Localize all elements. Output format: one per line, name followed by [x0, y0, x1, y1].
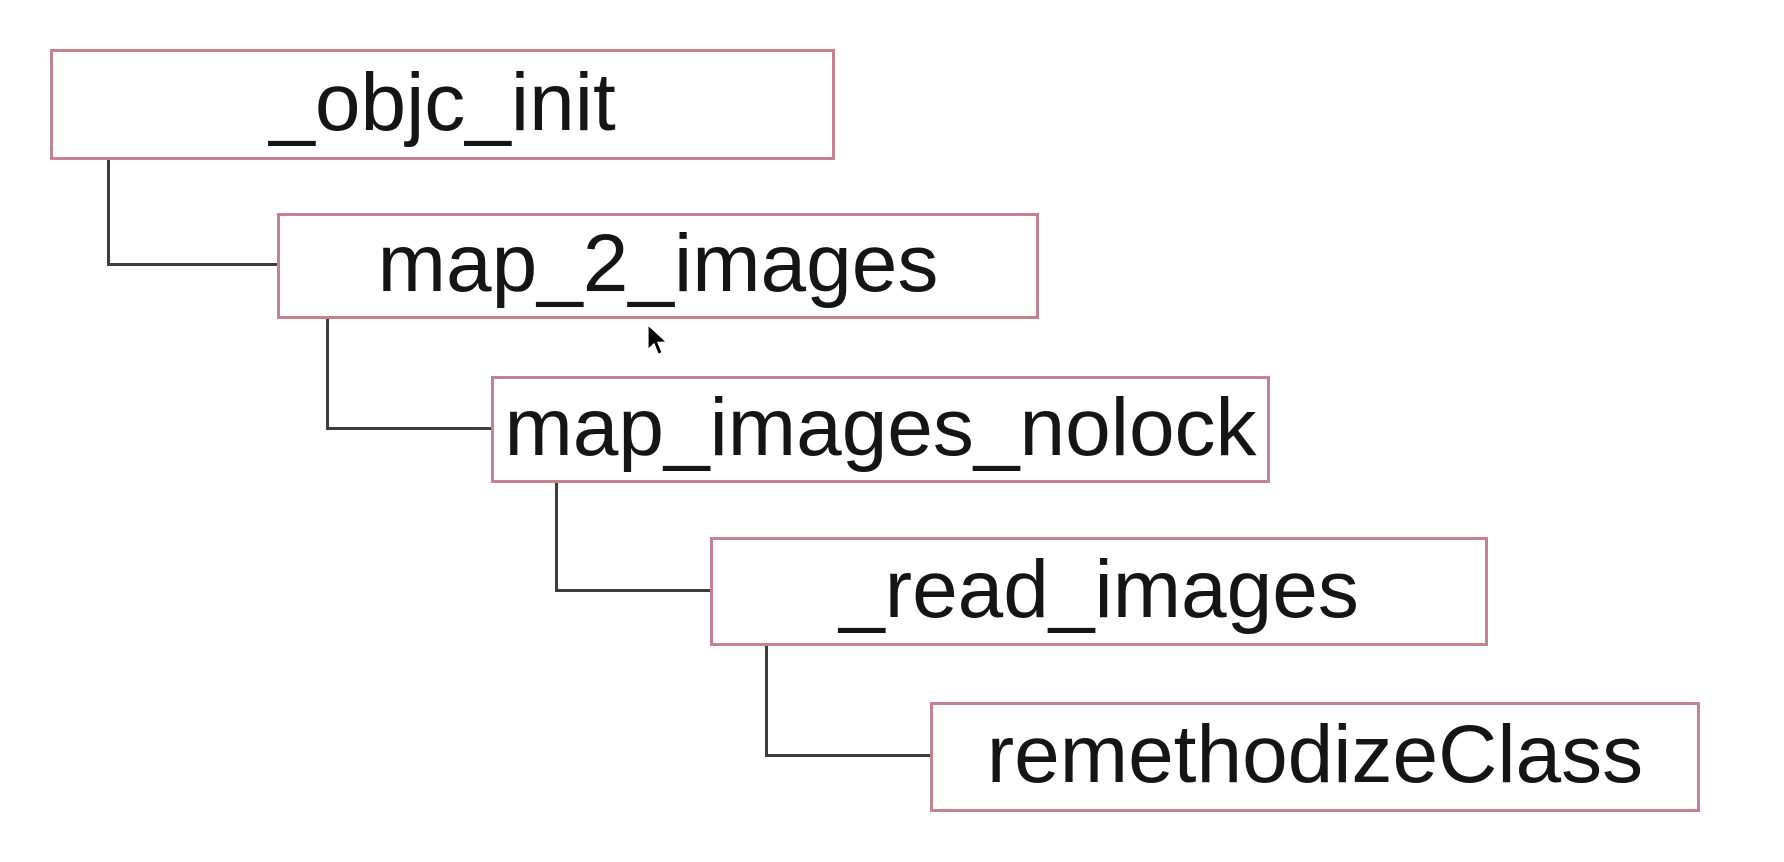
node-read-images-label: _read_images — [839, 543, 1359, 635]
connector-map-images-nolock-to-read-images — [555, 481, 710, 592]
node-map-2-images: map_2_images — [277, 213, 1039, 319]
connector-map-2-images-to-map-images-nolock — [326, 317, 491, 430]
node-read-images: _read_images — [710, 537, 1488, 646]
connector-objc-init-to-map-2-images — [107, 158, 277, 266]
connector-read-images-to-remethodizeclass — [765, 644, 930, 757]
node-objc-init-label: _objc_init — [269, 56, 616, 148]
node-remethodizeclass-label: remethodizeClass — [986, 709, 1644, 800]
node-map-2-images-label: map_2_images — [377, 218, 939, 309]
node-objc-init: _objc_init — [50, 49, 835, 160]
node-map-images-nolock-label: map_images_nolock — [504, 381, 1257, 473]
mouse-cursor — [647, 324, 669, 356]
node-map-images-nolock: map_images_nolock — [491, 376, 1270, 483]
node-remethodizeclass: remethodizeClass — [930, 702, 1700, 812]
